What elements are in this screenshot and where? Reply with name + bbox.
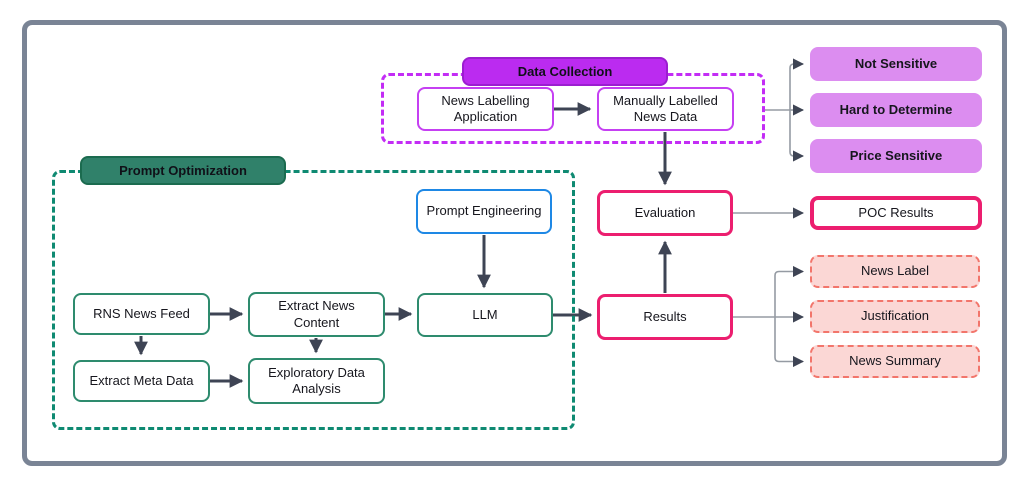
node-rns-news-feed: RNS News Feed [73, 293, 210, 335]
node-price-sensitive: Price Sensitive [810, 139, 982, 173]
group-header-data-collection: Data Collection [462, 57, 668, 86]
node-label: Results [643, 308, 687, 324]
node-news-label: News Label [810, 255, 980, 288]
node-label: News Summary [849, 353, 941, 369]
node-label: Evaluation [634, 204, 696, 220]
node-label: Extract Meta Data [89, 372, 194, 388]
node-poc-results: POC Results [810, 196, 982, 230]
node-label: Exploratory Data Analysis [268, 364, 365, 396]
node-justification: Justification [810, 300, 980, 333]
node-label: Extract News Content [278, 298, 355, 330]
node-label: Not Sensitive [854, 55, 938, 71]
outer-frame [22, 20, 1007, 466]
node-evaluation: Evaluation [597, 190, 733, 236]
node-prompt-engineering: Prompt Engineering [416, 189, 552, 234]
node-label: RNS News Feed [93, 305, 190, 321]
node-manually-labelled-news-data: Manually Labelled News Data [597, 87, 734, 131]
group-prompt-optimization [52, 170, 575, 430]
node-label: LLM [472, 306, 498, 322]
node-label: Hard to Determine [839, 101, 953, 117]
node-not-sensitive: Not Sensitive [810, 47, 982, 81]
node-label: Manually Labelled News Data [613, 92, 718, 124]
node-news-labelling-application: News Labelling Application [417, 87, 554, 131]
node-label: Prompt Engineering [426, 203, 542, 219]
node-label: Price Sensitive [849, 147, 943, 163]
node-label: Justification [861, 308, 929, 324]
node-extract-meta-data: Extract Meta Data [73, 360, 210, 402]
node-results: Results [597, 294, 733, 340]
node-llm: LLM [417, 293, 553, 337]
group-header-prompt-optimization: Prompt Optimization [80, 156, 286, 185]
node-exploratory-data-analysis: Exploratory Data Analysis [248, 358, 385, 404]
node-extract-news-content: Extract News Content [248, 292, 385, 337]
node-label: News Labelling Application [441, 92, 530, 124]
node-label: POC Results [858, 204, 934, 220]
node-label: News Label [861, 263, 929, 279]
node-hard-to-determine: Hard to Determine [810, 93, 982, 127]
node-news-summary: News Summary [810, 345, 980, 378]
